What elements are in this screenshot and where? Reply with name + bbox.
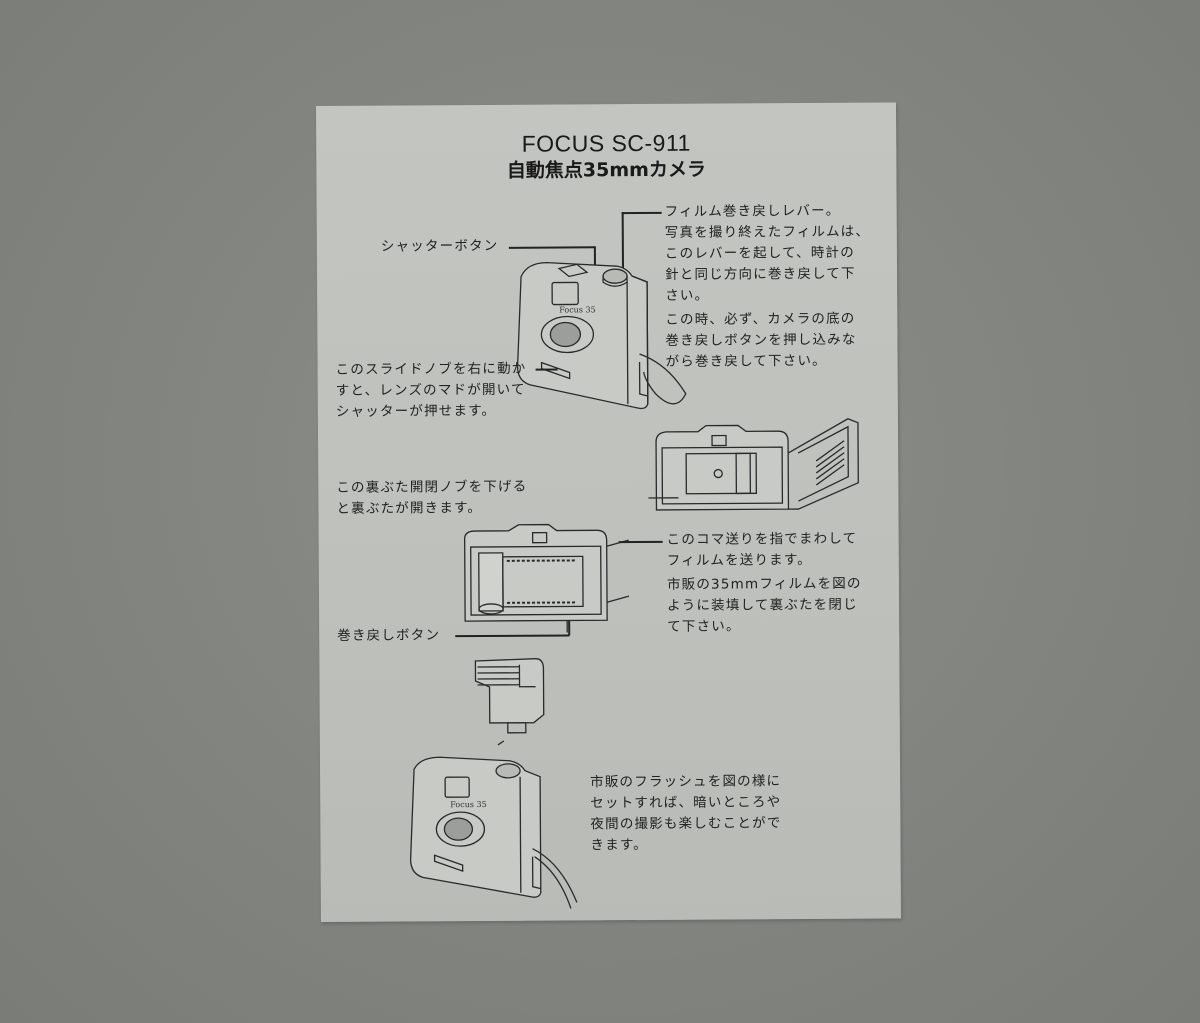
- label-shutter-button: シャッターボタン: [380, 237, 499, 255]
- slide-knob-text-line: すと、レンズのマドが開いて: [335, 381, 526, 399]
- label-rewind-button: 巻き戻しボタン: [337, 627, 441, 644]
- slide-knob-text-line: このスライドノブを右に動か: [335, 360, 527, 378]
- svg-text:Focus 35: Focus 35: [559, 305, 595, 314]
- film-advance-text-line: ように装填して裏ぶたを閉じ: [667, 596, 858, 614]
- camera-with-flash-illustration: Focus 35: [400, 752, 591, 913]
- film-advance-text-line: 市販の35mmフィルムを図の: [666, 575, 862, 593]
- rewind-text-line: 写真を撮り終えたフィルムは、: [664, 223, 871, 241]
- document-subtitle: 自動焦点35mmカメラ: [506, 158, 706, 182]
- document-title: FOCUS SC-911: [521, 129, 691, 157]
- flash-text-line: セットすれば、暗いところや: [590, 794, 782, 812]
- camera-film-loaded-illustration: [459, 522, 640, 633]
- film-advance-text-line: このコマ送りを指でまわして: [666, 530, 858, 548]
- back-cover-text-line: と裏ぶたが開きます。: [336, 499, 483, 517]
- rewind-text-line: フィルム巻き戻しレバー。: [664, 202, 841, 220]
- leader-line-rewind-button: [455, 634, 570, 637]
- flash-text-line: 市販のフラッシュを図の様に: [590, 773, 782, 791]
- instruction-sheet: FOCUS SC-911 自動焦点35mmカメラ シャッターボタン フィルム巻き…: [316, 102, 901, 922]
- camera-front-illustration: Focus 35: [507, 254, 708, 415]
- leader-line-rewind-button-rise: [568, 620, 570, 636]
- film-advance-text-line: て下さい。: [667, 618, 741, 635]
- film-advance-text-line: フィルムを送ります。: [666, 551, 812, 569]
- leader-line-slide-knob: [535, 368, 558, 371]
- back-cover-text-line: この裏ぶた開閉ノブを下げる: [336, 478, 528, 496]
- flash-text-line: 夜間の撮影も楽しむことがで: [590, 815, 782, 833]
- leader-line-film-advance: [618, 540, 663, 543]
- flash-unit-illustration: [469, 657, 560, 758]
- slide-knob-text-line: シャッターが押せます。: [335, 402, 497, 420]
- flash-text-line: きます。: [590, 836, 649, 854]
- leader-line-shutter: [508, 246, 595, 249]
- title-block: FOCUS SC-911 自動焦点35mmカメラ: [316, 128, 896, 186]
- svg-text:Focus 35: Focus 35: [450, 800, 486, 809]
- camera-open-back-illustration: [647, 413, 869, 524]
- leader-line-rewind-lever: [621, 211, 662, 214]
